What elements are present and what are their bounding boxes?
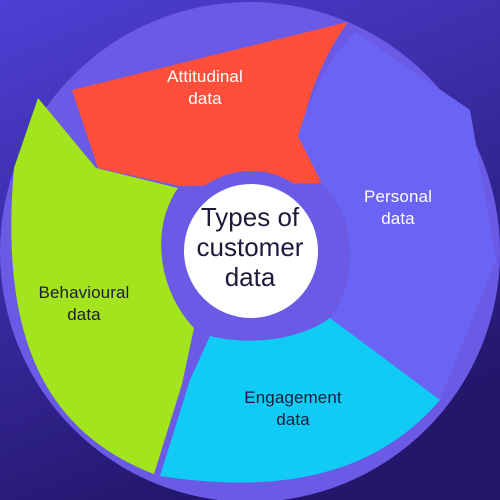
segment-engagement bbox=[160, 318, 440, 483]
attitudinal-label-line1: Attitudinal bbox=[167, 67, 243, 86]
personal-label: Personal data bbox=[336, 186, 460, 230]
behavioural-label-line2: data bbox=[67, 305, 101, 324]
behavioural-label: Behavioural data bbox=[10, 282, 158, 326]
center-title-line2: customer bbox=[196, 232, 304, 262]
attitudinal-label-line2: data bbox=[188, 89, 222, 108]
center-title: Types of customer data bbox=[160, 202, 340, 292]
engagement-label: Engagement data bbox=[218, 387, 368, 431]
segment-personal bbox=[298, 32, 496, 400]
personal-label-line1: Personal bbox=[364, 187, 432, 206]
segment-behavioural bbox=[11, 98, 194, 474]
personal-label-line2: data bbox=[381, 209, 415, 228]
engagement-label-line1: Engagement bbox=[244, 388, 342, 407]
center-title-line3: data bbox=[224, 262, 276, 292]
engagement-label-line2: data bbox=[276, 410, 310, 429]
center-title-line1: Types of bbox=[200, 202, 300, 232]
center-circle bbox=[184, 184, 318, 318]
segment-attitudinal bbox=[72, 22, 348, 186]
behavioural-label-line1: Behavioural bbox=[38, 283, 130, 302]
attitudinal-label: Attitudinal data bbox=[130, 66, 280, 110]
